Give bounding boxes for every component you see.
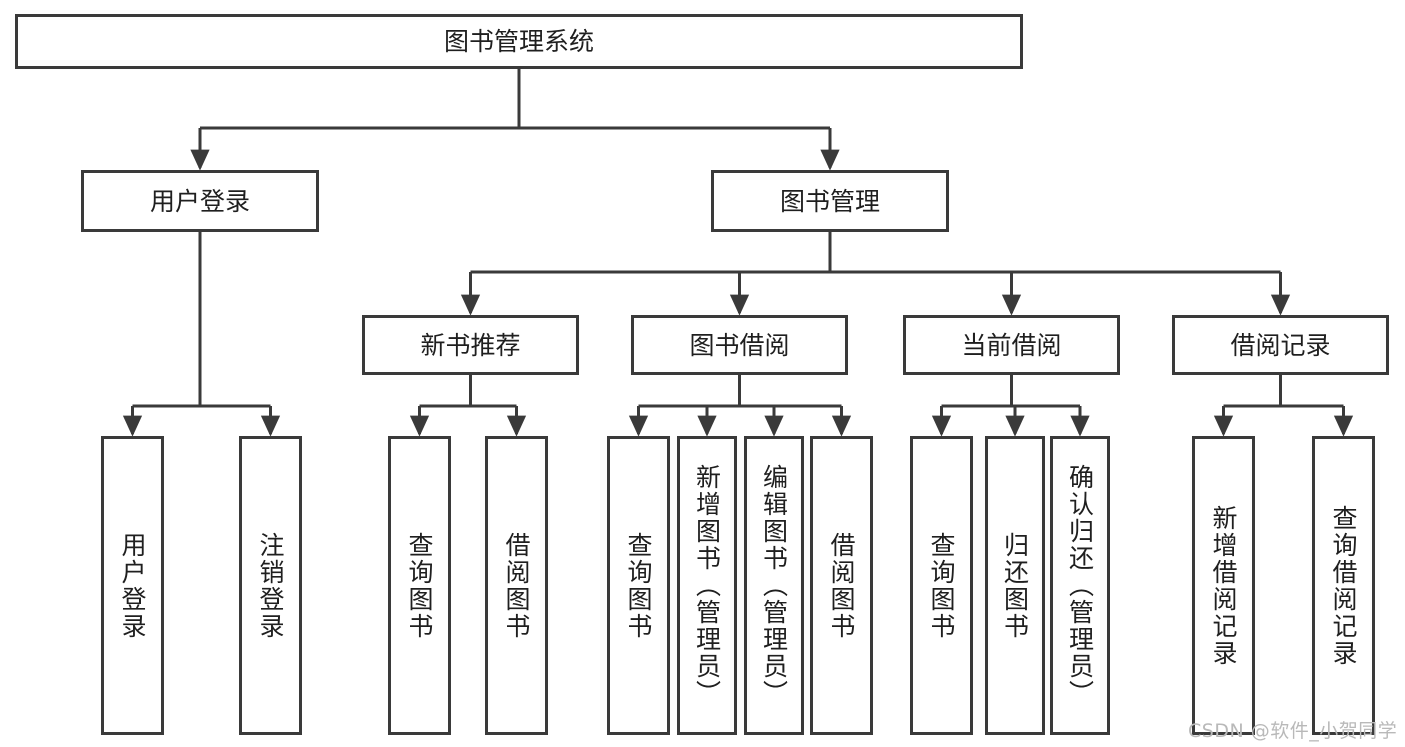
- node-current-borrow[interactable]: 当前借阅: [903, 315, 1120, 375]
- node-leaf-edit-book[interactable]: 编辑图书（管理员）: [744, 436, 804, 735]
- node-label: 当前借阅: [961, 330, 1062, 360]
- node-label: 图书管理系统: [443, 27, 594, 56]
- node-borrow-record[interactable]: 借阅记录: [1172, 315, 1389, 375]
- node-leaf-return-book[interactable]: 归还图书: [985, 436, 1045, 735]
- node-label: 查询图书: [624, 531, 653, 640]
- node-leaf-confirm-return[interactable]: 确认归还（管理员）: [1050, 436, 1110, 735]
- node-book-manage[interactable]: 图书管理: [711, 170, 949, 232]
- node-label: 注销登录: [256, 531, 285, 640]
- node-label: 图书借阅: [689, 330, 790, 360]
- node-label: 编辑图书（管理员）: [759, 464, 789, 707]
- node-leaf-borrow-book[interactable]: 借阅图书: [810, 436, 873, 735]
- node-label: 确认归还（管理员）: [1065, 464, 1095, 707]
- node-label: 用户登录: [149, 186, 250, 216]
- node-user-login[interactable]: 用户登录: [81, 170, 319, 232]
- node-leaf-borrow-book-rec[interactable]: 借阅图书: [485, 436, 548, 735]
- watermark-text: CSDN @软件_小贺同学: [1188, 720, 1398, 742]
- node-leaf-add-record[interactable]: 新增借阅记录: [1192, 436, 1255, 735]
- node-label: 借阅图书: [827, 531, 856, 640]
- node-label: 图书管理: [779, 186, 880, 216]
- node-leaf-query-record[interactable]: 查询借阅记录: [1312, 436, 1375, 735]
- node-label: 新书推荐: [420, 330, 521, 360]
- node-label: 查询图书: [405, 531, 434, 640]
- node-new-book-rec[interactable]: 新书推荐: [362, 315, 579, 375]
- node-book-borrow[interactable]: 图书借阅: [631, 315, 848, 375]
- node-leaf-add-book[interactable]: 新增图书（管理员）: [677, 436, 737, 735]
- node-label: 查询借阅记录: [1329, 504, 1358, 667]
- node-label: 借阅记录: [1230, 330, 1331, 360]
- connector-paths: [122, 69, 1354, 437]
- node-label: 用户登录: [118, 531, 147, 640]
- node-leaf-user-login[interactable]: 用户登录: [101, 436, 164, 735]
- node-label: 新增借阅记录: [1209, 504, 1238, 667]
- node-leaf-query-book-borrow[interactable]: 查询图书: [607, 436, 670, 735]
- node-label: 借阅图书: [502, 531, 531, 640]
- node-root[interactable]: 图书管理系统: [15, 14, 1023, 69]
- node-label: 查询图书: [927, 531, 956, 640]
- node-leaf-query-book-cur[interactable]: 查询图书: [910, 436, 973, 735]
- node-leaf-query-book-rec[interactable]: 查询图书: [388, 436, 451, 735]
- node-label: 新增图书（管理员）: [692, 464, 722, 707]
- node-leaf-logout[interactable]: 注销登录: [239, 436, 302, 735]
- node-label: 归还图书: [1000, 531, 1030, 640]
